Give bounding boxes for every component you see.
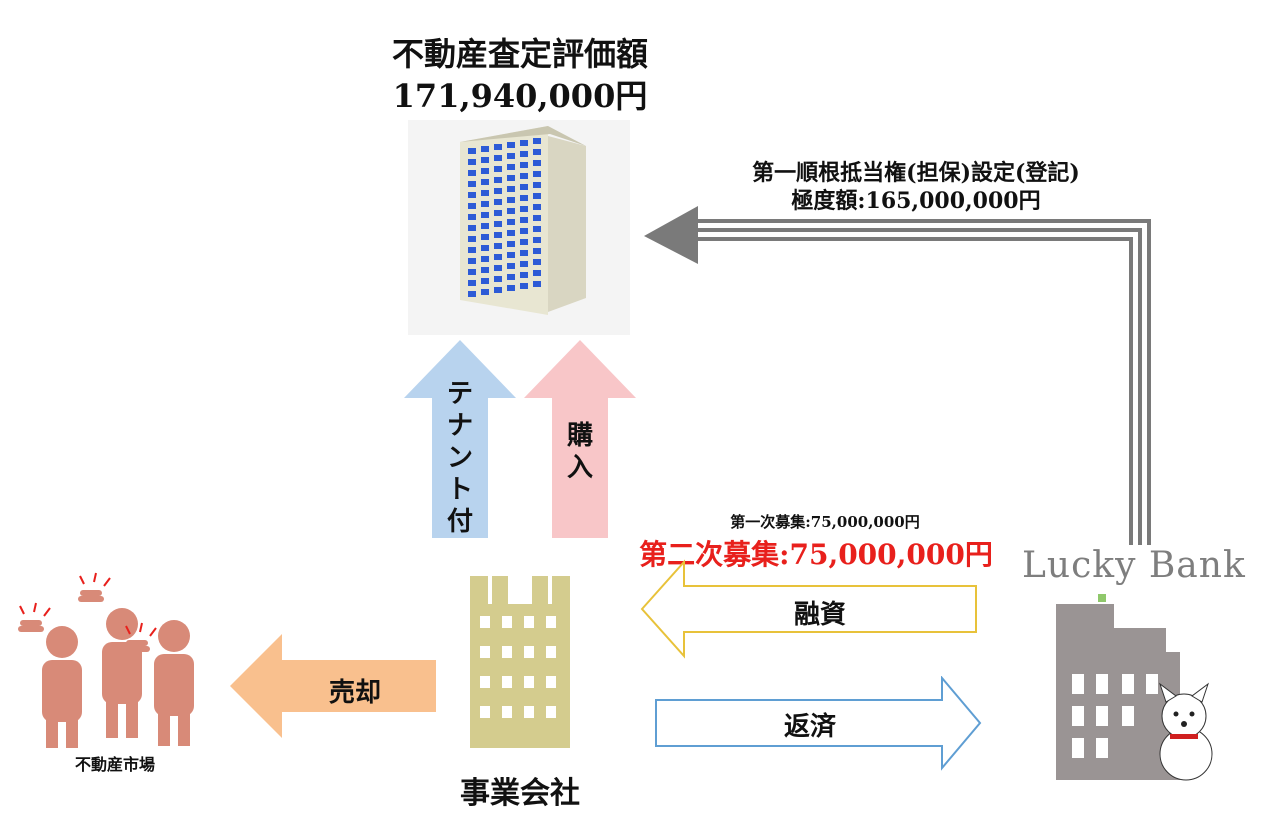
property-appraisal-title: 不動産査定評価額 — [391, 35, 648, 73]
market-label: 不動産市場 — [74, 755, 155, 774]
dog-mascot-icon — [1159, 682, 1213, 781]
sale-arrow — [230, 634, 436, 738]
mortgage-limit: 極度額:165,000,000円 — [791, 188, 1041, 214]
purchase-arrow — [524, 340, 636, 538]
loan-label: 融資 — [793, 600, 846, 630]
sale-label: 売却 — [328, 678, 381, 708]
mortgage-arrow — [644, 206, 1151, 545]
lender-logo-text: Lucky Bank — [1022, 545, 1246, 586]
company-building-icon — [470, 576, 570, 748]
company-label: 事業会社 — [460, 776, 580, 811]
bank-building-icon — [1056, 594, 1213, 781]
property-appraisal-amount: 171,940,000円 — [392, 77, 648, 115]
tenant-arrow — [404, 340, 516, 538]
first-fundraising: 第一次募集:75,000,000円 — [730, 513, 920, 531]
investors-icon — [18, 572, 194, 748]
tenant-label: テナント付 — [446, 379, 473, 537]
office-tower-icon — [408, 120, 630, 335]
loan-arrow — [640, 559, 977, 659]
repay-arrow — [655, 676, 982, 771]
second-fundraising: 第二次募集:75,000,000円 — [639, 538, 993, 571]
mortgage-title: 第一順根抵当権(担保)設定(登記) — [752, 160, 1080, 186]
repay-label: 返済 — [783, 712, 836, 742]
purchase-label: 購入 — [566, 421, 593, 483]
